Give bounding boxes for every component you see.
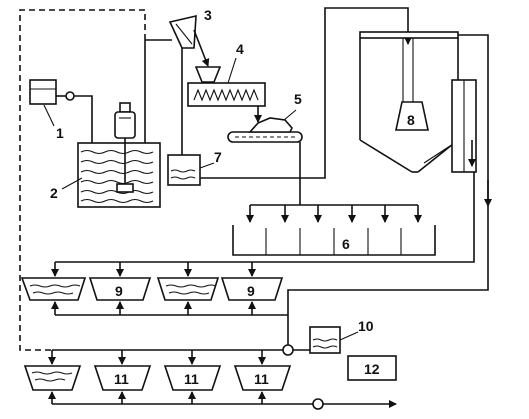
filter-unit xyxy=(20,277,87,301)
filter-unit xyxy=(23,365,82,391)
leader-2 xyxy=(61,177,83,190)
label-12: 12 xyxy=(364,361,380,377)
label-9: 9 xyxy=(247,283,255,299)
leader-5 xyxy=(283,109,297,121)
label-4: 4 xyxy=(236,41,244,57)
pump-icon xyxy=(282,344,294,356)
leader-7 xyxy=(199,162,215,169)
pipe-tank-7-to-thickener xyxy=(200,7,412,179)
label-11: 11 xyxy=(184,371,199,387)
leader-10 xyxy=(339,331,359,341)
unit-5-belt-conveyor xyxy=(227,117,303,143)
unit-7-tank xyxy=(167,154,201,186)
filter-unit xyxy=(220,277,284,301)
dashed-signal-line xyxy=(19,9,146,351)
label-11: 11 xyxy=(254,371,269,387)
label-3: 3 xyxy=(204,7,212,23)
agitator-motor-icon xyxy=(114,102,136,193)
unit-6-distributor xyxy=(232,204,436,256)
label-5: 5 xyxy=(294,91,302,107)
pipe-overflow-return xyxy=(287,34,489,345)
filter-unit xyxy=(233,365,292,391)
label-9: 9 xyxy=(115,283,123,299)
filter-unit xyxy=(93,365,152,391)
arrow-hopper-to-feeder xyxy=(193,29,210,67)
unit-8-thickener xyxy=(359,31,477,173)
label-2: 2 xyxy=(50,185,58,201)
filter-unit xyxy=(156,277,220,301)
unit-1-dosing-tank xyxy=(29,79,93,143)
filter-unit xyxy=(88,277,152,301)
pipe-to-filter-row-9 xyxy=(55,172,475,263)
label-8: 8 xyxy=(407,112,415,128)
label-1: 1 xyxy=(56,125,64,141)
label-6: 6 xyxy=(342,236,350,252)
unit-2-mixing-tank xyxy=(77,102,161,208)
filter-unit xyxy=(163,365,222,391)
unit-9-filter-row xyxy=(20,262,288,316)
pump-icon xyxy=(65,91,75,101)
pump-icon xyxy=(312,398,324,410)
unit-3-hopper xyxy=(168,14,197,49)
unit-11-filter-row xyxy=(23,349,397,410)
label-7: 7 xyxy=(214,149,222,165)
unit-12-box xyxy=(347,355,397,381)
leader-1 xyxy=(43,104,55,127)
label-10: 10 xyxy=(358,318,374,334)
label-11: 11 xyxy=(114,371,129,387)
unit-10-tank xyxy=(309,326,341,354)
leader-4 xyxy=(227,57,237,84)
unit-4-screw-feeder xyxy=(187,66,266,107)
